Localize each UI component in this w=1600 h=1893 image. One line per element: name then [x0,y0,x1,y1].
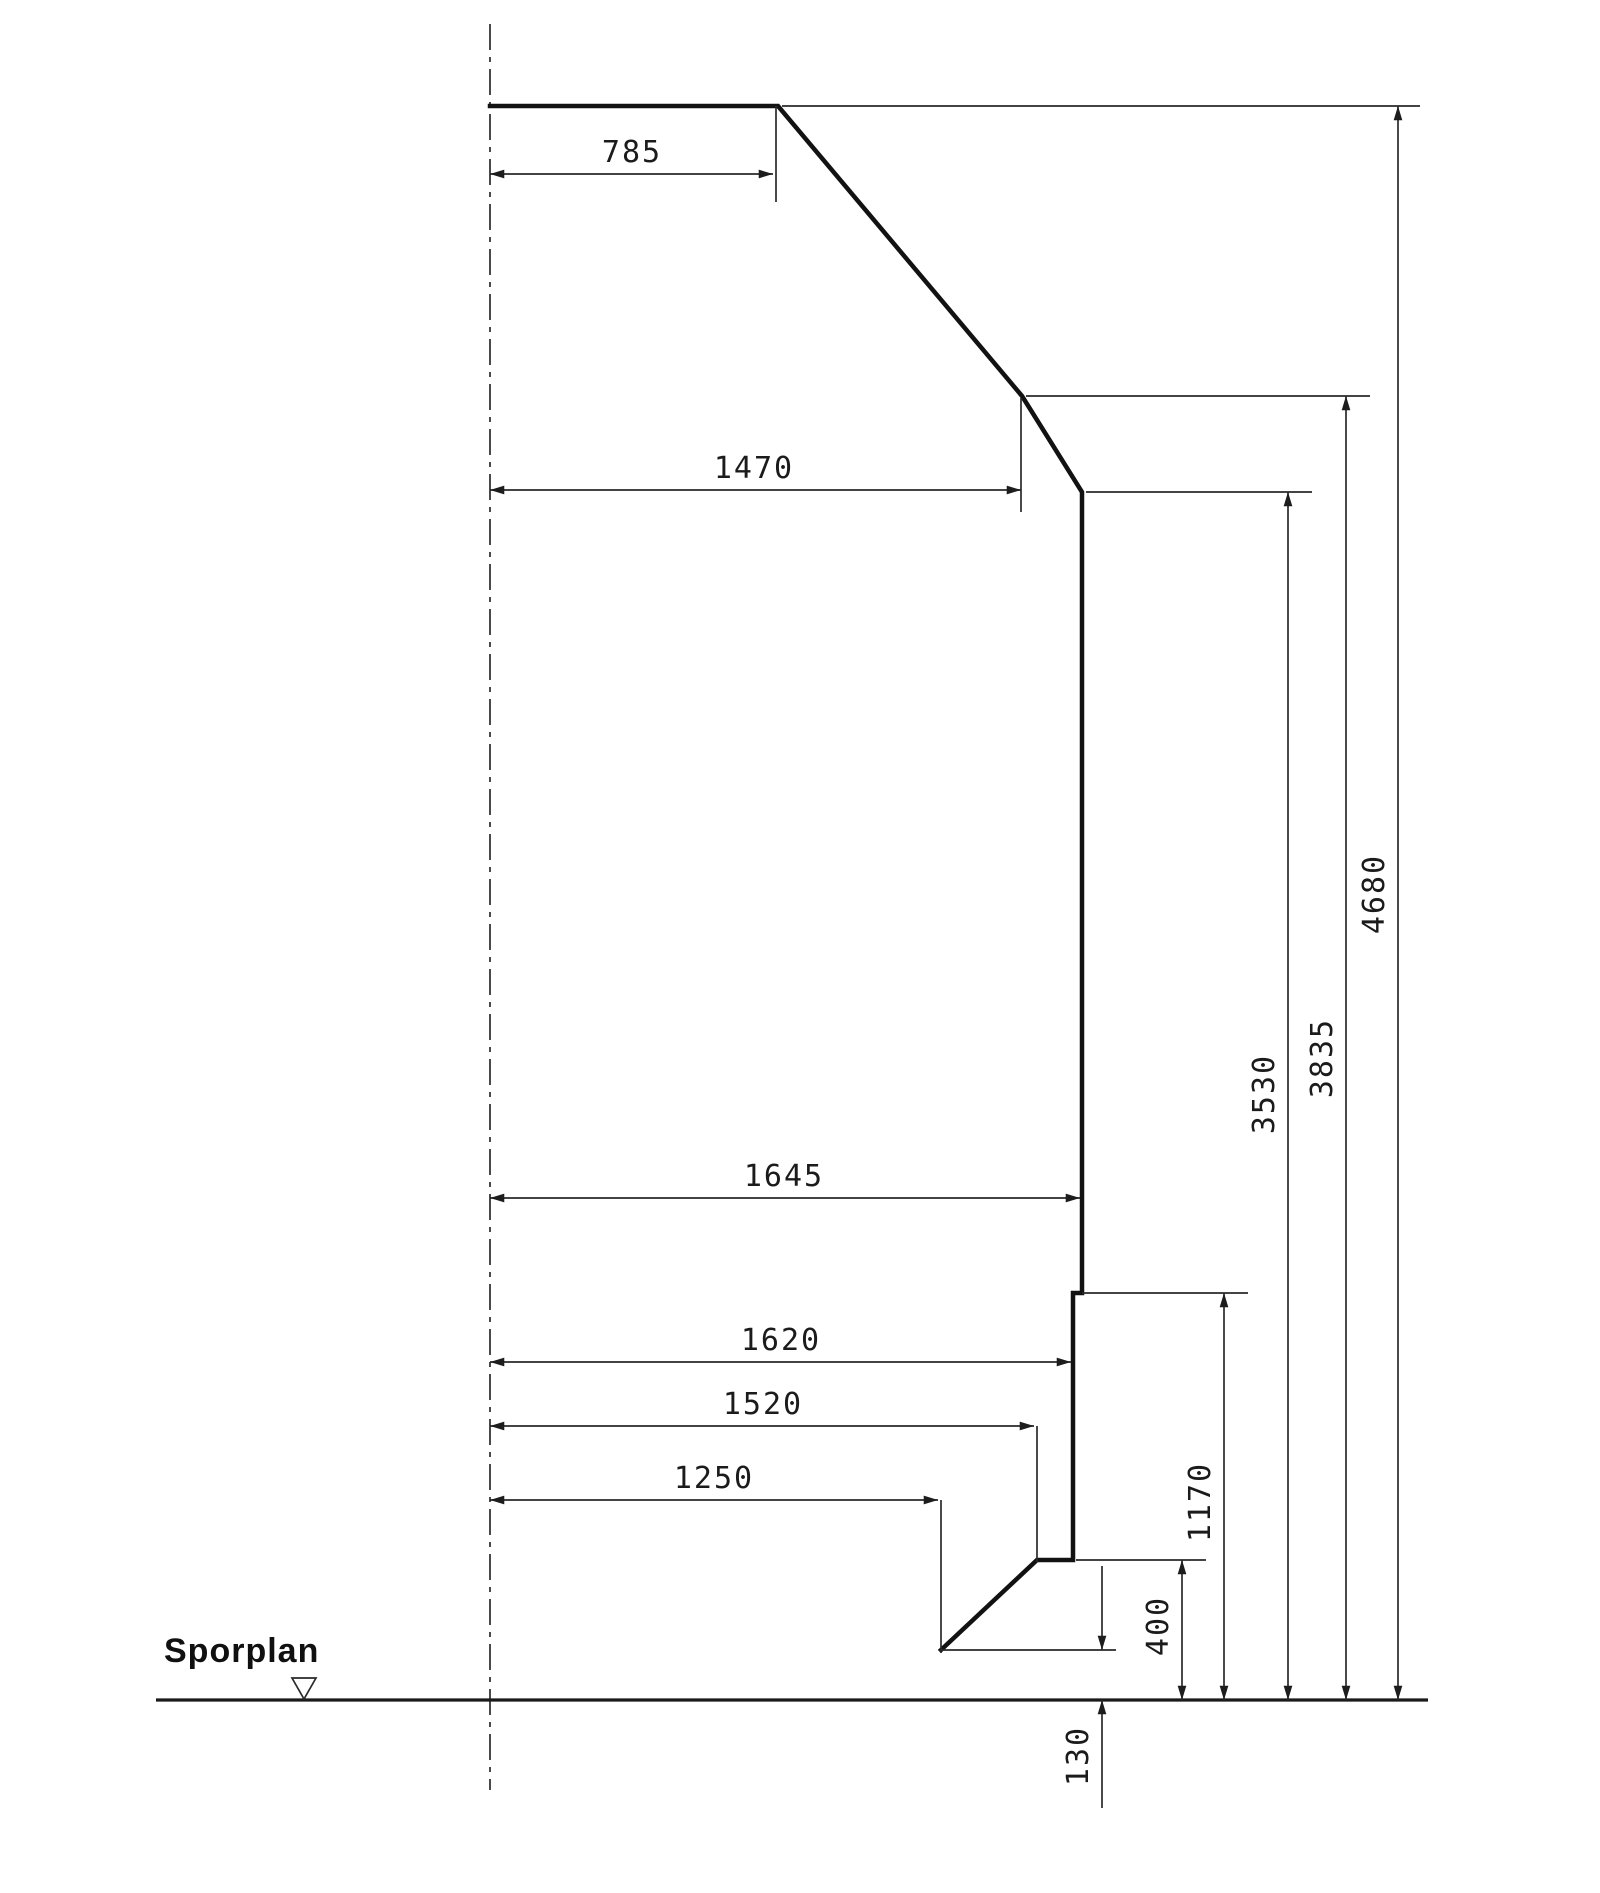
dim-785: 785 [490,106,777,202]
dim-1645-label: 1645 [744,1159,824,1194]
dim-3530-label: 3530 [1247,1054,1282,1134]
dim-1170: 1170 [1082,1292,1248,1700]
dim-1250-label: 1250 [674,1461,754,1496]
dim-1470-label: 1470 [714,451,794,486]
dim-1520: 1520 [490,1387,1038,1562]
dim-3835-label: 3835 [1305,1018,1340,1098]
dim-400: 400 [1076,1559,1206,1700]
dim-130: 130 [1061,1566,1107,1808]
dim-3835: 3835 [1026,395,1370,1700]
dim-785-label: 785 [602,135,662,170]
dim-1645: 1645 [490,1159,1080,1203]
datum-symbol [290,1677,318,1701]
dim-130-label: 130 [1061,1726,1096,1786]
dim-400-label: 400 [1141,1596,1176,1656]
dim-1620: 1620 [490,1323,1071,1367]
dim-4680: 4680 [782,105,1420,1700]
dim-3530: 3530 [1086,491,1312,1700]
dim-1520-label: 1520 [723,1387,803,1422]
dim-1620-label: 1620 [741,1323,821,1358]
dim-1250: 1250 [490,1461,942,1653]
dim-1170-label: 1170 [1183,1462,1218,1542]
dim-1470: 1470 [490,398,1022,512]
sporplan-label: Sporplan [164,1632,319,1670]
dim-4680-label: 4680 [1357,854,1392,934]
